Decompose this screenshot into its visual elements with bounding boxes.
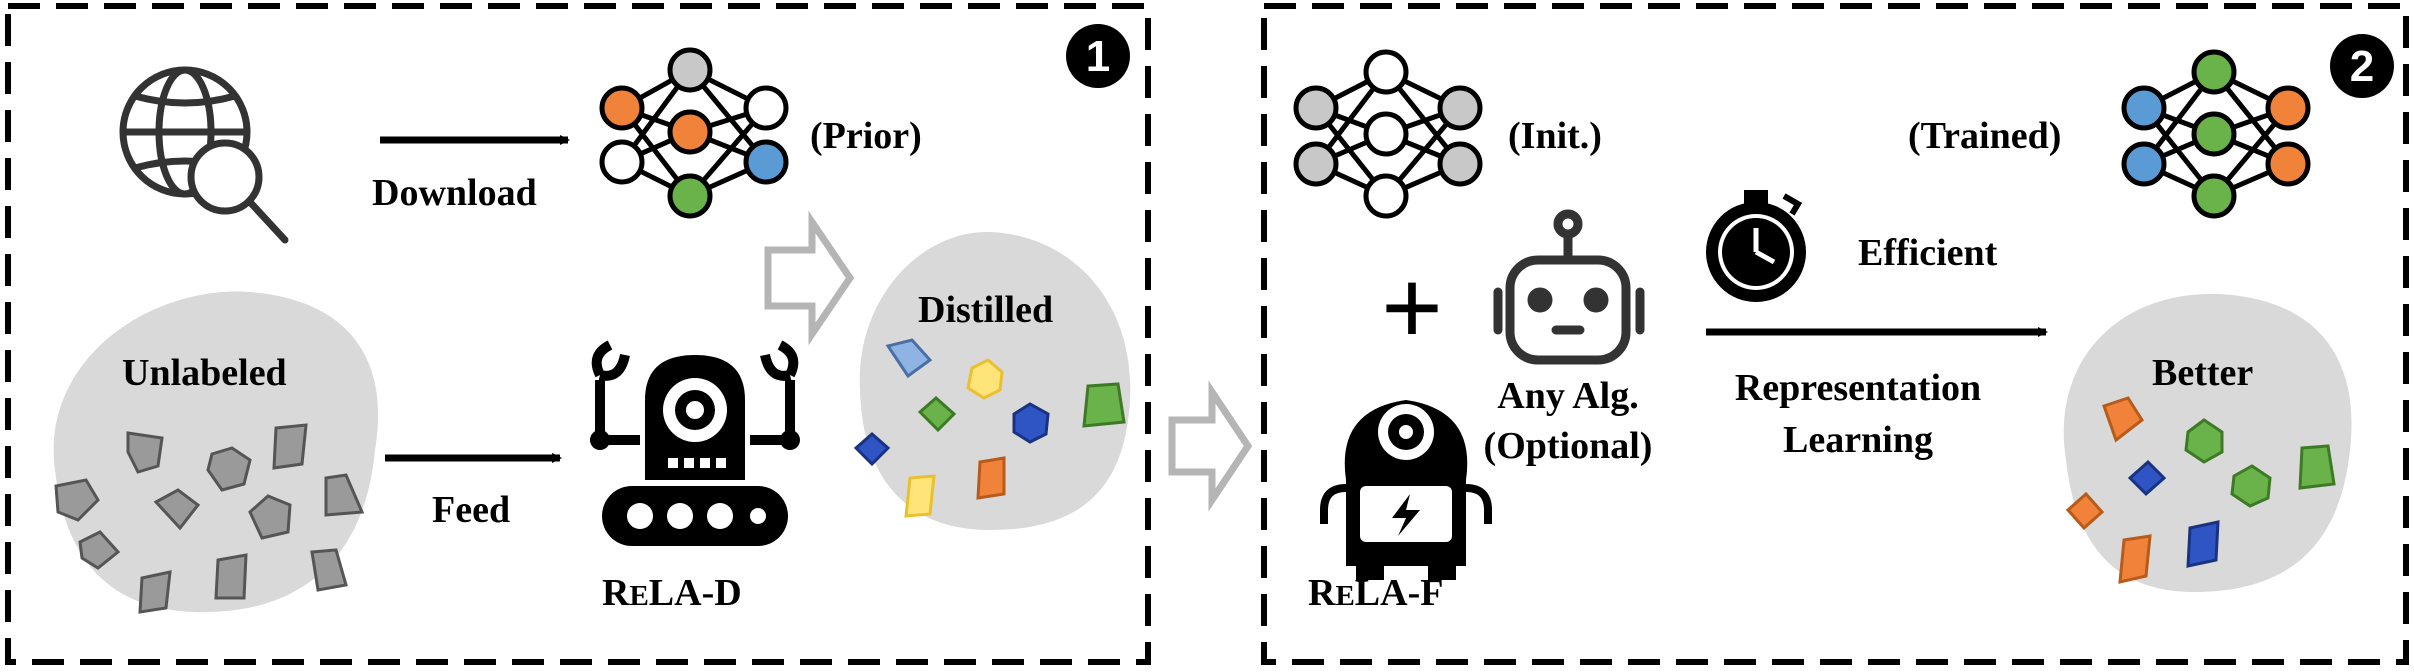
- init-label: (Init.): [1508, 115, 1602, 157]
- distill-hollow-arrow: [764, 210, 855, 346]
- learning-label: Learning: [1783, 419, 1933, 461]
- unlabeled-label: Unlabeled: [122, 352, 287, 394]
- init-network-icon: [1293, 49, 1483, 219]
- prior-label: (Prior): [810, 115, 922, 157]
- panel-1-border: [5, 3, 1151, 665]
- unlabeled-samples: [54, 423, 365, 614]
- rela-d-label: RELA-D: [602, 572, 742, 614]
- badge-1: 1: [1066, 24, 1130, 88]
- representation-label: Representation: [1735, 367, 1981, 409]
- better-label: Better: [2152, 352, 2253, 394]
- badge-2-number: 2: [2350, 42, 2374, 91]
- better-samples: [2065, 396, 2336, 584]
- distilled-label: Distilled: [918, 289, 1053, 331]
- stopwatch-icon: [1706, 190, 1806, 302]
- rela-d-robot-icon: [590, 340, 800, 546]
- plus-sign: +: [1381, 247, 1444, 369]
- trained-network-icon: [2121, 49, 2311, 219]
- trained-label: (Trained): [1908, 115, 2061, 157]
- rela-f-label: RELA-F: [1308, 572, 1443, 614]
- panel-2-border: [1261, 3, 2409, 665]
- optional-label: (Optional): [1484, 425, 1653, 467]
- between-panels-hollow-arrow: [1168, 380, 1253, 512]
- any-alg-label: Any Alg.: [1497, 375, 1638, 417]
- distilled-samples: [853, 338, 1126, 518]
- bot-icon: [1493, 209, 1645, 365]
- rela-f-robot-icon: [1320, 400, 1492, 580]
- globe-search-icon: [119, 66, 289, 244]
- efficient-label: Efficient: [1858, 232, 1998, 274]
- badge-2: 2: [2330, 34, 2394, 98]
- download-label: Download: [372, 172, 537, 214]
- prior-network-icon: [599, 47, 789, 219]
- feed-label: Feed: [432, 489, 510, 531]
- badge-1-number: 1: [1086, 32, 1110, 81]
